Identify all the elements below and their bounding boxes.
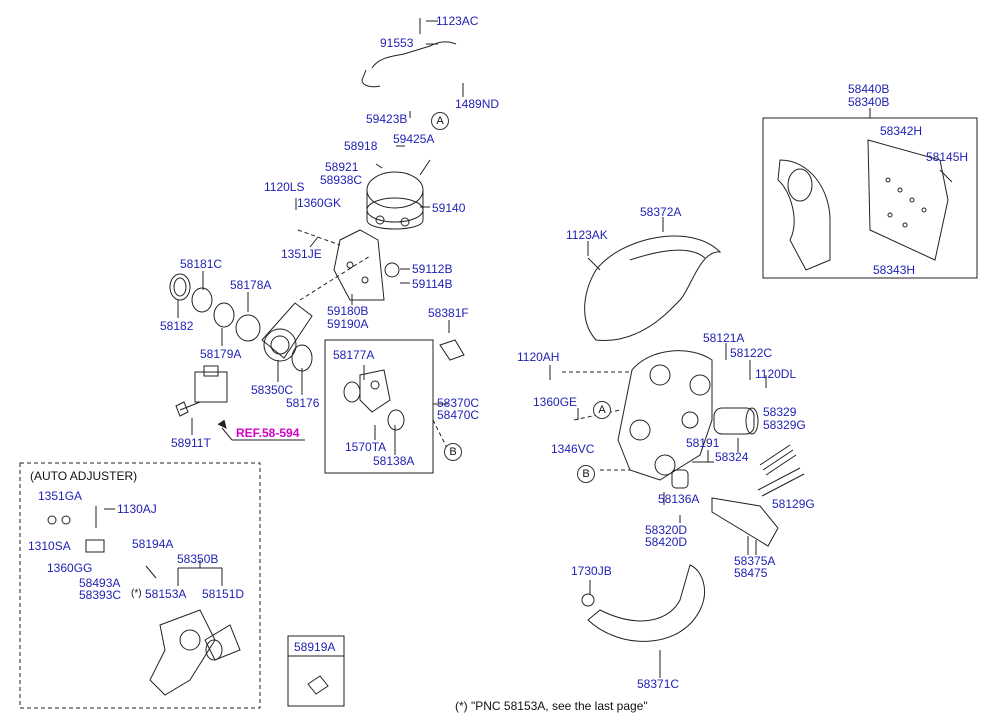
part-59180b[interactable]: 59180B: [327, 304, 369, 318]
part-58181c[interactable]: 58181C: [180, 257, 223, 271]
part-58177a[interactable]: 58177A: [333, 348, 375, 362]
part-58138a[interactable]: 58138A: [373, 454, 415, 468]
part-58440b[interactable]: 58440B: [848, 82, 890, 96]
part-1130aj[interactable]: 1130AJ: [117, 502, 157, 516]
part-1570ta[interactable]: 1570TA: [345, 440, 387, 454]
part-58342h[interactable]: 58342H: [880, 124, 923, 138]
part-1351ga[interactable]: 1351GA: [38, 489, 83, 503]
part-59190a[interactable]: 59190A: [327, 317, 369, 331]
part-58176[interactable]: 58176: [286, 396, 320, 410]
part-58329[interactable]: 58329: [763, 405, 797, 419]
part-58921[interactable]: 58921: [325, 160, 359, 174]
part-58329g[interactable]: 58329G: [763, 418, 806, 432]
part-58194a[interactable]: 58194A: [132, 537, 174, 551]
part-1310sa[interactable]: 1310SA: [28, 539, 71, 553]
part-58178a[interactable]: 58178A: [230, 278, 272, 292]
part-58350b[interactable]: 58350B: [177, 552, 219, 566]
marker-b-left: B: [444, 443, 462, 461]
part-58470c[interactable]: 58470C: [437, 408, 480, 422]
part-59425a[interactable]: 59425A: [393, 132, 435, 146]
part-59114b[interactable]: 59114B: [412, 277, 453, 291]
part-58122c[interactable]: 58122C: [730, 346, 773, 360]
part-58136a[interactable]: 58136A: [658, 492, 700, 506]
part-1730jb[interactable]: 1730JB: [571, 564, 612, 578]
ref-link[interactable]: REF.58-594: [236, 426, 300, 440]
part-1346vc[interactable]: 1346VC: [551, 442, 595, 456]
part-58918[interactable]: 58918: [344, 139, 378, 153]
part-58151d[interactable]: 58151D: [202, 587, 245, 601]
part-58375a[interactable]: 58375A: [734, 554, 776, 568]
part-58393c[interactable]: 58393C: [79, 588, 122, 602]
part-91553[interactable]: 91553: [380, 36, 414, 50]
part-58145h[interactable]: 58145H: [926, 150, 969, 164]
part-1360gk[interactable]: 1360GK: [297, 196, 342, 210]
part-58372a[interactable]: 58372A: [640, 205, 682, 219]
part-58121a[interactable]: 58121A: [703, 331, 745, 345]
part-58371c[interactable]: 58371C: [637, 677, 680, 691]
part-58343h[interactable]: 58343H: [873, 263, 916, 277]
part-58129g[interactable]: 58129G: [772, 497, 815, 511]
part-1123ac[interactable]: 1123AC: [436, 14, 479, 28]
part-1123ak[interactable]: 1123AK: [566, 228, 608, 242]
part-58919a[interactable]: 58919A: [294, 640, 336, 654]
part-59140[interactable]: 59140: [432, 201, 466, 215]
part-58370c[interactable]: 58370C: [437, 396, 480, 410]
part-1360gg[interactable]: 1360GG: [47, 561, 93, 575]
part-58179a[interactable]: 58179A: [200, 347, 242, 361]
part-1351je[interactable]: 1351JE: [281, 247, 322, 261]
part-58938c[interactable]: 58938C: [320, 173, 363, 187]
part-58493a[interactable]: 58493A: [79, 576, 121, 590]
part-58324[interactable]: 58324: [715, 450, 749, 464]
part-58320d[interactable]: 58320D: [645, 523, 688, 537]
footnote: (*) "PNC 58153A, see the last page": [455, 699, 648, 713]
part-59112b[interactable]: 59112B: [412, 262, 453, 276]
marker-a-top: A: [431, 112, 449, 130]
part-58340b[interactable]: 58340B: [848, 95, 890, 109]
part-58191[interactable]: 58191: [686, 436, 720, 450]
part-58182[interactable]: 58182: [160, 319, 194, 333]
marker-a-right: A: [593, 401, 611, 419]
part-1120ah[interactable]: 1120AH: [517, 350, 560, 364]
part-1120dl[interactable]: 1120DL: [755, 367, 797, 381]
part-58475[interactable]: 58475: [734, 566, 768, 580]
part-58153a[interactable]: 58153A: [145, 587, 187, 601]
marker-b-right: B: [577, 465, 595, 483]
part-58350c[interactable]: 58350C: [251, 383, 294, 397]
part-1360ge[interactable]: 1360GE: [533, 395, 578, 409]
part-1489nd[interactable]: 1489ND: [455, 97, 500, 111]
part-58420d[interactable]: 58420D: [645, 535, 688, 549]
part-58911t[interactable]: 58911T: [171, 436, 211, 450]
asterisk-mark: (*): [131, 588, 142, 599]
part-1120ls[interactable]: 1120LS: [264, 180, 305, 194]
auto-adjuster-title: (AUTO ADJUSTER): [30, 469, 138, 483]
part-58381f[interactable]: 58381F: [428, 306, 469, 320]
part-59423b[interactable]: 59423B: [366, 112, 408, 126]
